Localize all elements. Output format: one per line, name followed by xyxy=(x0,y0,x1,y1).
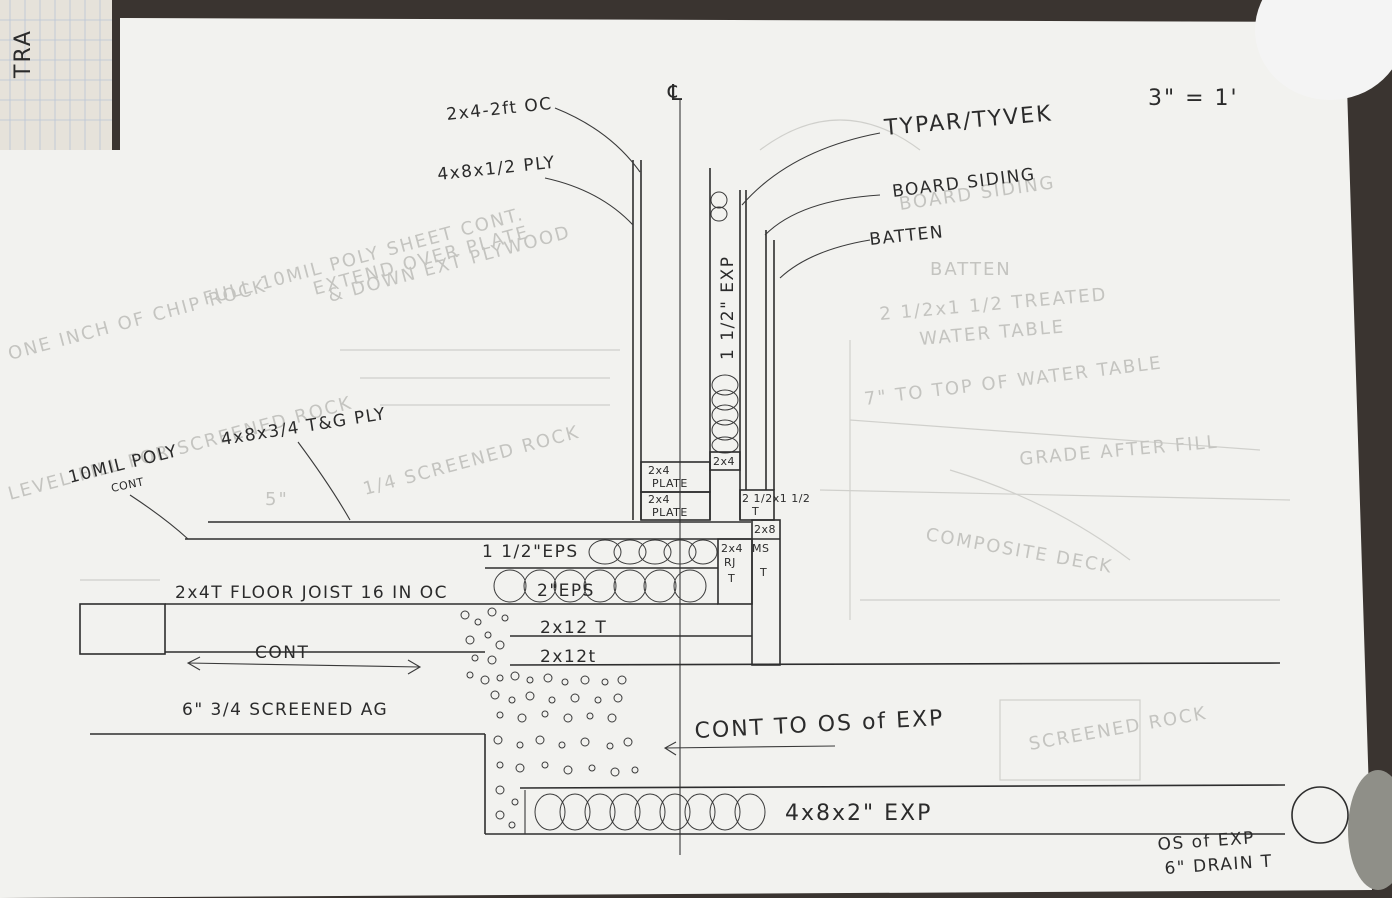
scale-label: 3" = 1' xyxy=(1148,86,1239,111)
screened-aggregate xyxy=(460,607,639,829)
white-object xyxy=(1255,0,1392,100)
cavity-insulation xyxy=(710,191,739,454)
ghost-sketch-lines xyxy=(80,119,1291,781)
centerline-symbol: ℄ xyxy=(667,81,684,106)
drain-pipe xyxy=(1291,786,1349,844)
floor-section: 2x4 RJ T 2x8 MS T 2x12 T 2x12t xyxy=(79,519,1349,844)
svg-text:T: T xyxy=(751,505,759,518)
svg-text:2x8: 2x8 xyxy=(754,523,776,536)
corner-fragment-text: TRA xyxy=(11,29,36,79)
svg-text:MS: MS xyxy=(752,542,769,555)
svg-text:2x4: 2x4 xyxy=(648,464,670,477)
svg-text:T: T xyxy=(759,566,767,579)
wall-section: 1 1/2" EXP 2x4 PLATE 2x4 PLATE 2x4 2 1/2… xyxy=(632,160,810,521)
beam-top-label: 2x12 T xyxy=(540,618,607,638)
paper-sheet xyxy=(0,18,1372,898)
eps-bottom-label: 2"EPS xyxy=(537,581,595,601)
exp-board-label: 4x8x2" EXP xyxy=(785,801,932,826)
eps-insulation xyxy=(493,539,718,603)
svg-text:BATTEN: BATTEN xyxy=(930,259,1012,280)
corner-note: TRA xyxy=(0,0,112,150)
exp-board-insulation xyxy=(534,793,766,831)
cavity-label: 1 1/2" EXP xyxy=(718,256,738,360)
svg-text:2x4: 2x4 xyxy=(648,493,670,506)
svg-text:RJ: RJ xyxy=(724,556,736,569)
svg-text:PLATE: PLATE xyxy=(652,506,688,519)
centerline: ℄ xyxy=(667,81,684,855)
floor-end-block xyxy=(79,603,166,655)
svg-text:5": 5" xyxy=(265,489,289,510)
aggregate-label: 6" 3/4 SCREENED AG xyxy=(182,700,388,720)
beam-bottom-label: 2x12t xyxy=(540,647,597,667)
eps-top-label: 1 1/2"EPS xyxy=(482,542,579,562)
round-object xyxy=(1348,770,1392,890)
joist-label: 2x4T FLOOR JOIST 16 IN OC xyxy=(175,583,448,603)
svg-text:T: T xyxy=(727,572,735,585)
svg-text:2x4: 2x4 xyxy=(721,542,743,555)
leader-lines xyxy=(129,107,881,540)
stud-small xyxy=(709,451,741,471)
ms-block xyxy=(751,519,781,666)
plate-bottom xyxy=(640,491,711,521)
svg-text:PLATE: PLATE xyxy=(652,477,688,490)
svg-text:2 1/2x1 1/2: 2 1/2x1 1/2 xyxy=(742,492,810,505)
svg-text:2x4: 2x4 xyxy=(713,455,735,468)
cont-label: CONT xyxy=(255,643,309,663)
